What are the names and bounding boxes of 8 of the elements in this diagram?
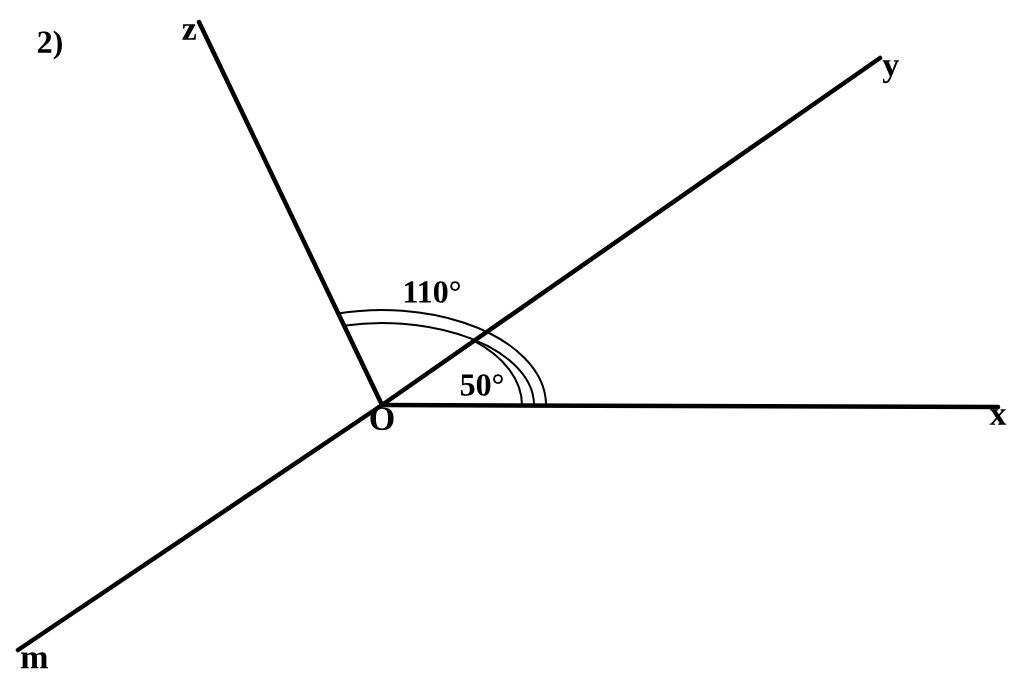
point-label: y: [882, 60, 899, 84]
point-label: z: [182, 24, 197, 40]
point-label: x: [989, 409, 1007, 425]
angle-label: 110°: [405, 281, 460, 303]
angle-label: 50°: [460, 374, 503, 396]
ray: [15, 402, 385, 653]
point-label: m: [21, 652, 48, 669]
figure-number: 2): [38, 30, 62, 60]
